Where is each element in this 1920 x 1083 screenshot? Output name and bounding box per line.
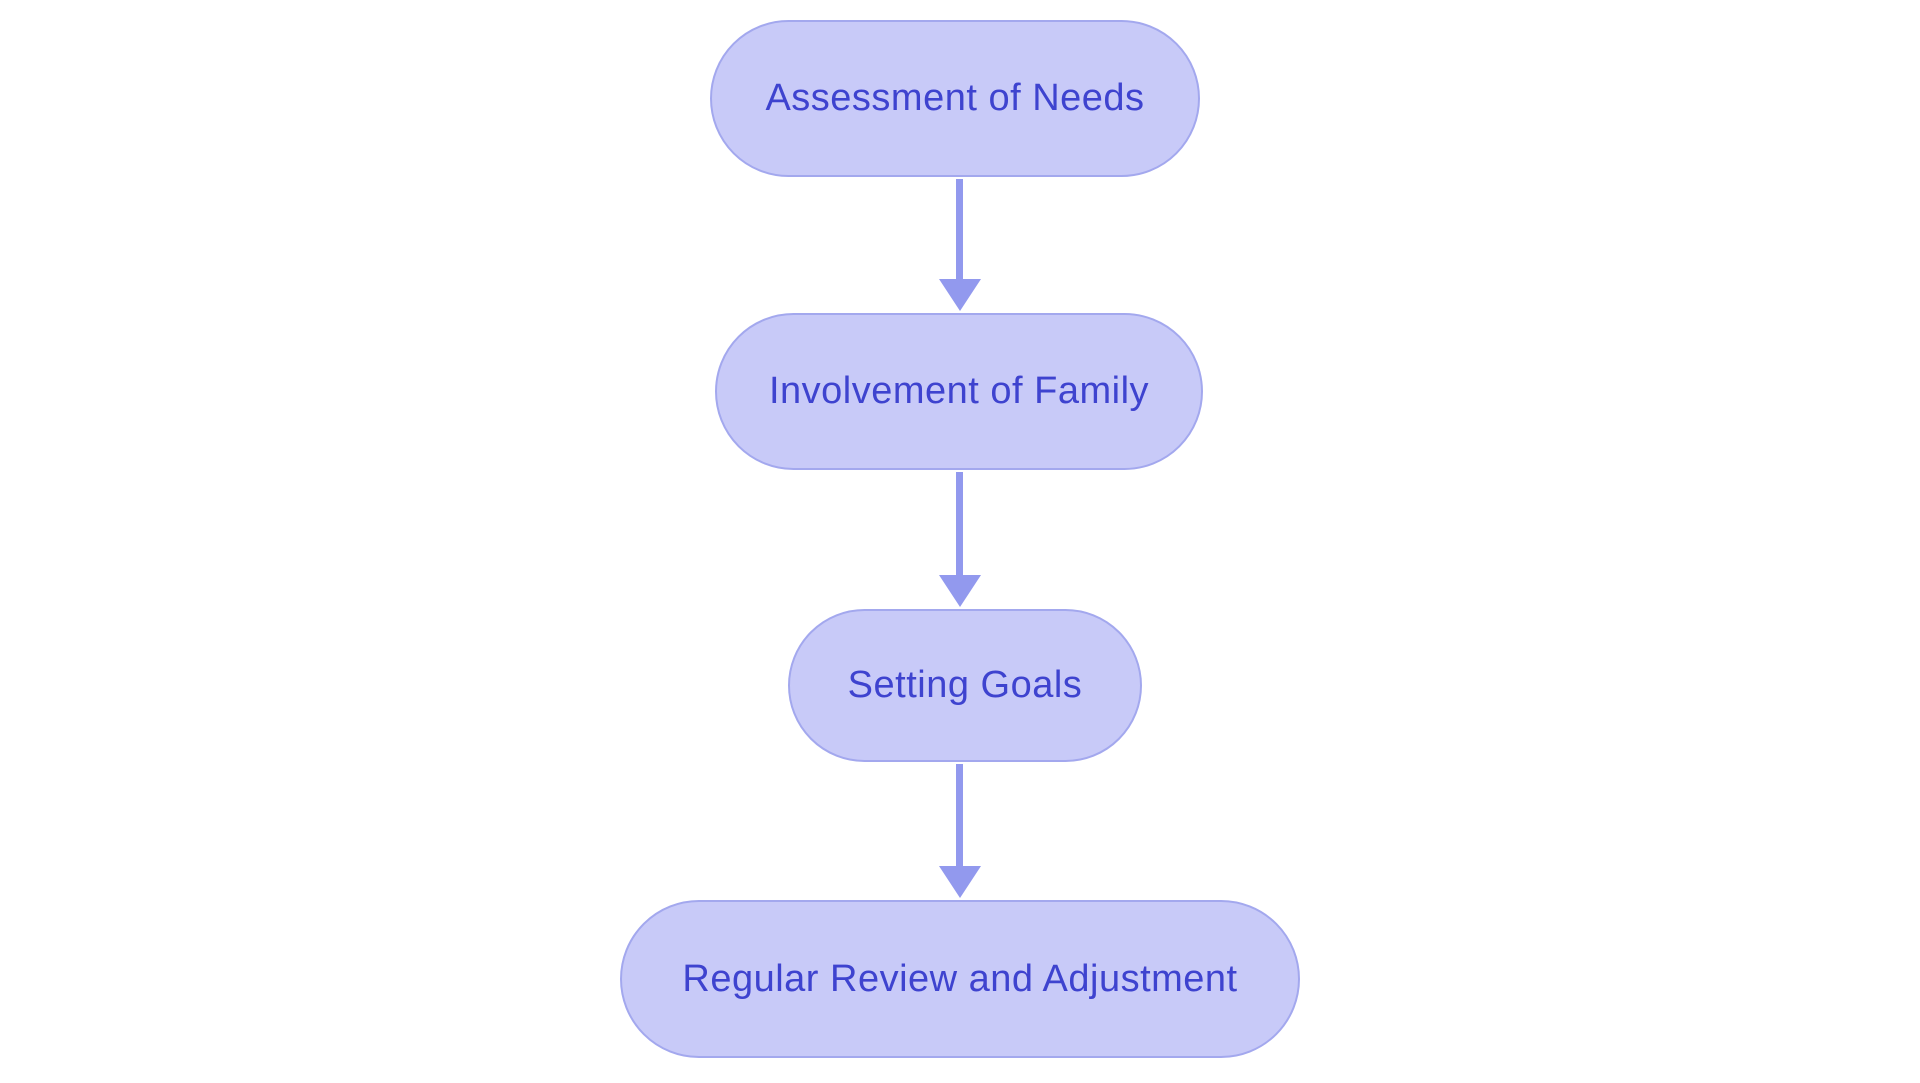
flowchart-node-assessment-of-needs: Assessment of Needs [710, 20, 1200, 177]
flowchart-node-regular-review-and-adjustment: Regular Review and Adjustment [620, 900, 1300, 1058]
node-label: Regular Review and Adjustment [682, 957, 1238, 1000]
flowchart-node-setting-goals: Setting Goals [788, 609, 1142, 762]
node-label: Involvement of Family [768, 370, 1150, 412]
arrow-line [956, 472, 963, 576]
flowchart-node-involvement-of-family: Involvement of Family [715, 313, 1203, 470]
arrowhead-down-icon [939, 866, 981, 898]
arrowhead-down-icon [939, 279, 981, 311]
arrowhead-down-icon [939, 575, 981, 607]
arrow-line [956, 179, 963, 280]
node-label: Assessment of Needs [765, 77, 1145, 119]
node-label: Setting Goals [847, 664, 1083, 706]
arrow-line [956, 764, 963, 867]
